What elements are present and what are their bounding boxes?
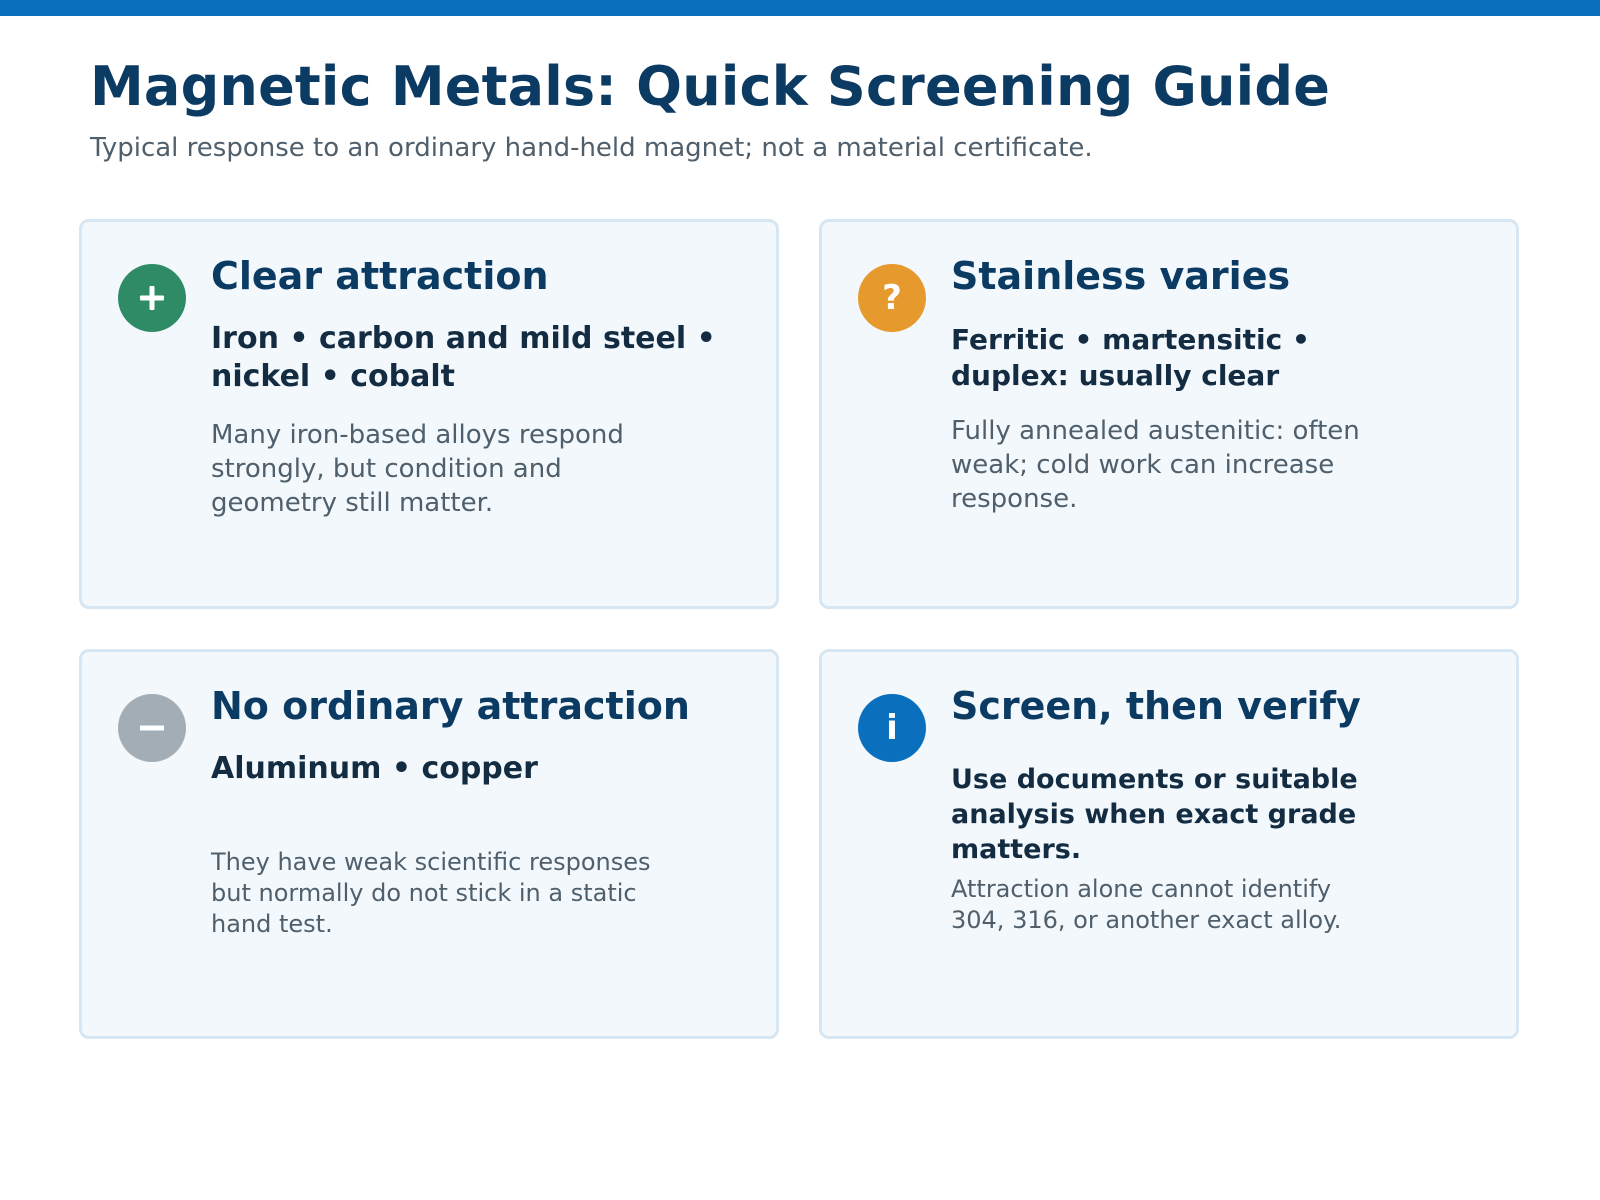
plus-icon [118,264,186,332]
page-subtitle: Typical response to an ordinary hand-hel… [90,133,1093,163]
page-title: Magnetic Metals: Quick Screening Guide [90,55,1331,118]
card-body: Fully annealed austenitic: often weak; c… [951,416,1360,514]
card-body: Attraction alone cannot identify 304, 31… [951,875,1342,934]
card-lead: Ferritic • martensitic • duplex: usually… [951,323,1310,392]
minus-icon [118,694,186,762]
card-lead: Aluminum • copper [211,751,538,786]
info-icon: i [858,694,926,762]
card-clear-attraction: Clear attraction Iron • carbon and mild … [79,219,779,609]
card-body: They have weak scientific responses but … [211,848,651,938]
top-accent-bar [0,0,1600,16]
card-heading: No ordinary attraction [211,684,690,728]
card-heading: Screen, then verify [951,684,1361,728]
question-glyph: ? [882,278,902,318]
info-glyph: i [886,708,898,748]
card-screen-then-verify: i Screen, then verify Use documents or s… [819,649,1519,1039]
card-no-ordinary-attraction: No ordinary attraction Aluminum • copper… [79,649,779,1039]
card-body: Many iron-based alloys respond strongly,… [211,420,624,518]
card-heading: Clear attraction [211,254,549,298]
card-heading: Stainless varies [951,254,1291,298]
card-lead: Use documents or suitable analysis when … [951,764,1358,865]
question-icon: ? [858,264,926,332]
card-stainless-varies: ? Stainless varies Ferritic • martensiti… [819,219,1519,609]
card-lead: Iron • carbon and mild steel • nickel • … [211,321,716,394]
